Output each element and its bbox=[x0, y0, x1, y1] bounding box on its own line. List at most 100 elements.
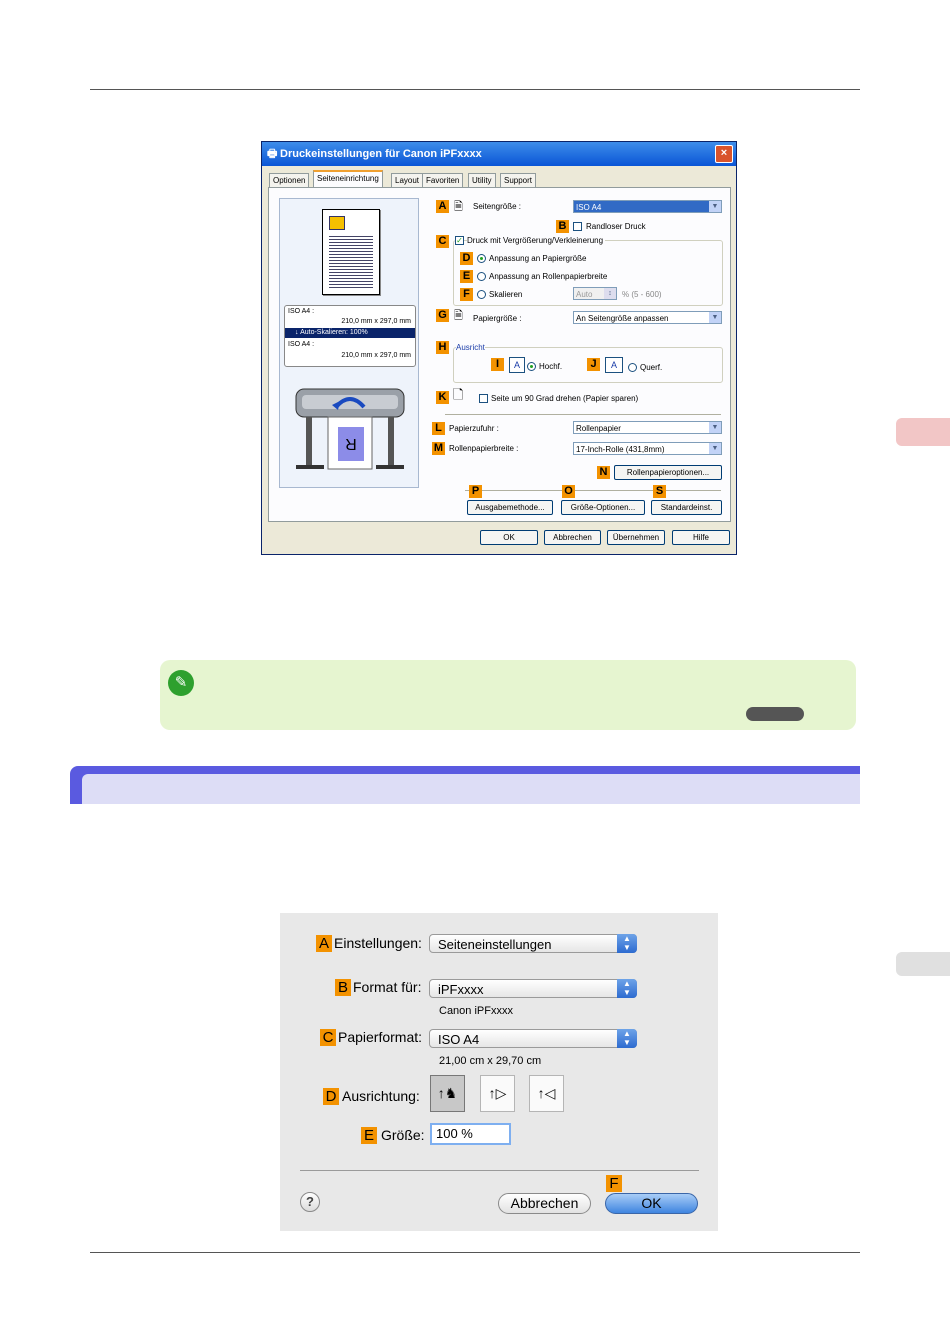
mac-separator bbox=[300, 1170, 699, 1171]
settings-value: Seiteneinstellungen bbox=[438, 937, 552, 952]
tag-o: O bbox=[562, 485, 575, 498]
settings-label: Einstellungen: bbox=[334, 935, 422, 951]
tag-p: P bbox=[469, 485, 482, 498]
dialog-title: Druckeinstellungen für Canon iPFxxxx bbox=[280, 148, 482, 160]
close-icon[interactable]: × bbox=[715, 145, 733, 163]
scale-input[interactable]: 100 % bbox=[430, 1123, 511, 1145]
scale-range: % (5 - 600) bbox=[622, 290, 662, 299]
sheet-letter: R bbox=[345, 435, 357, 452]
pencil-icon: ✎ bbox=[168, 670, 194, 696]
borderless-label: Randloser Druck bbox=[586, 222, 646, 231]
orientation-label: Ausricht bbox=[456, 343, 485, 352]
tab-utility[interactable]: Utility bbox=[468, 173, 496, 188]
paper-size-icon: 🗎 bbox=[454, 310, 463, 322]
preview-info-box: ISO A4 : 210,0 mm x 297,0 mm ↓ Auto-Skal… bbox=[284, 305, 416, 367]
ok-button[interactable]: OK bbox=[480, 530, 538, 545]
mac-tag-c: C bbox=[320, 1029, 336, 1046]
fit-roll-label: Anpassung an Rollenpapierbreite bbox=[489, 272, 608, 281]
reference-badge[interactable] bbox=[746, 707, 804, 721]
scale-radio[interactable] bbox=[477, 290, 486, 299]
preview-line1-value: 210,0 mm x 297,0 mm bbox=[341, 318, 411, 325]
scale-value: Auto bbox=[576, 290, 593, 299]
preview-text-lines bbox=[329, 234, 373, 288]
landscape-right-orientation-icon[interactable]: ↑◁ bbox=[529, 1075, 564, 1112]
paper-format-sub: 21,00 cm x 29,70 cm bbox=[439, 1055, 542, 1067]
roll-options-button[interactable]: Rollenpapieroptionen... bbox=[614, 465, 722, 480]
roll-width-value: 17-Inch-Rolle (431,8mm) bbox=[576, 445, 665, 454]
mac-page-setup-dialog: A Einstellungen: Seiteneinstellungen▲▼ B… bbox=[280, 913, 718, 1231]
mac-tag-e: E bbox=[361, 1127, 377, 1144]
feed-label: Papierzufuhr : bbox=[449, 424, 499, 433]
stepper-icon: ▲▼ bbox=[617, 1029, 637, 1048]
borderless-checkbox[interactable] bbox=[573, 222, 582, 231]
chevron-down-icon: ▼ bbox=[709, 201, 721, 212]
tag-n: N bbox=[597, 466, 610, 479]
roll-width-select[interactable]: 17-Inch-Rolle (431,8mm)▼ bbox=[573, 442, 722, 455]
feed-select[interactable]: Rollenpapier ▼ bbox=[573, 421, 722, 434]
roll-width-label: Rollenpapierbreite : bbox=[449, 444, 519, 453]
mac-tag-a: A bbox=[316, 935, 332, 952]
format-sub: Canon iPFxxxx bbox=[439, 1005, 513, 1017]
page-preview-sheet bbox=[322, 209, 380, 295]
fit-roll-radio[interactable] bbox=[477, 272, 486, 281]
enlarge-label: Druck mit Vergrößerung/Verkleinerung bbox=[467, 236, 606, 245]
page-size-label: Seitengröße : bbox=[473, 202, 522, 211]
portrait-radio[interactable] bbox=[527, 362, 536, 371]
apply-button[interactable]: Übernehmen bbox=[607, 530, 665, 545]
separator-line bbox=[445, 414, 721, 415]
portrait-label: Hochf. bbox=[539, 362, 563, 371]
paper-format-popup[interactable]: ISO A4 ▲▼ bbox=[429, 1029, 637, 1048]
landscape-left-orientation-icon[interactable]: ↑▷ bbox=[480, 1075, 515, 1112]
tag-m: M bbox=[432, 442, 445, 455]
tab-support[interactable]: Support bbox=[500, 173, 537, 188]
printer-icon: 🖶 bbox=[267, 148, 278, 160]
page-size-select[interactable]: ISO A4 ▼ bbox=[573, 200, 722, 213]
enlarge-checkbox[interactable]: ✓ bbox=[455, 236, 464, 245]
tab-layout[interactable]: Layout bbox=[391, 173, 424, 188]
preview-line2-text: Auto-Skalieren: 100% bbox=[300, 329, 368, 336]
dialog-titlebar: 🖶 Druckeinstellungen für Canon iPFxxxx × bbox=[262, 142, 736, 166]
help-icon[interactable]: ? bbox=[300, 1192, 320, 1212]
mac-cancel-button[interactable]: Abbrechen bbox=[498, 1193, 591, 1214]
help-button[interactable]: Hilfe bbox=[672, 530, 730, 545]
tag-d: D bbox=[460, 252, 473, 265]
scale-spinner[interactable]: Auto↕ bbox=[573, 287, 617, 300]
tag-b: B bbox=[556, 220, 569, 233]
note-box: ✎ bbox=[160, 660, 856, 730]
orientation-group bbox=[453, 347, 723, 383]
landscape-icon: A bbox=[605, 357, 623, 373]
tag-k: K bbox=[436, 391, 449, 404]
landscape-icon-letter: A bbox=[610, 360, 617, 370]
tab-optionen[interactable]: Optionen bbox=[269, 173, 310, 188]
landscape-radio[interactable] bbox=[628, 363, 637, 372]
settings-popup[interactable]: Seiteneinstellungen▲▼ bbox=[429, 934, 637, 953]
tag-e: E bbox=[460, 270, 473, 283]
mac-ok-button[interactable]: OK bbox=[605, 1193, 698, 1214]
chevron-down-icon: ▼ bbox=[709, 422, 721, 433]
mac-tag-f: F bbox=[606, 1175, 622, 1192]
preview-line3-value: 210,0 mm x 297,0 mm bbox=[341, 352, 411, 359]
side-tab-grey[interactable] bbox=[896, 952, 950, 976]
feed-value: Rollenpapier bbox=[576, 424, 621, 433]
format-popup[interactable]: iPFxxxx▲▼ bbox=[429, 979, 637, 998]
paper-size-select[interactable]: An Seitengröße anpassen▼ bbox=[573, 311, 722, 324]
size-options-button[interactable]: Größe-Optionen... bbox=[561, 500, 645, 515]
chevron-down-icon: ▼ bbox=[709, 312, 721, 323]
side-tab-chapter[interactable] bbox=[896, 418, 950, 446]
rotate-checkbox[interactable] bbox=[479, 394, 488, 403]
tag-j: J bbox=[587, 358, 600, 371]
tab-favoriten[interactable]: Favoriten bbox=[422, 173, 464, 188]
paper-format-value: ISO A4 bbox=[438, 1032, 480, 1047]
tab-panel: ISO A4 : 210,0 mm x 297,0 mm ↓ Auto-Skal… bbox=[268, 187, 731, 522]
defaults-button[interactable]: Standardeinst. bbox=[651, 500, 722, 515]
portrait-icon: A bbox=[509, 357, 525, 373]
portrait-orientation-icon[interactable]: ↑♞ bbox=[430, 1075, 465, 1112]
tab-seiteneinrichtung[interactable]: Seiteneinrichtung bbox=[313, 170, 383, 189]
bottom-group-line bbox=[465, 490, 721, 491]
output-method-button[interactable]: Ausgabemethode... bbox=[467, 500, 553, 515]
fit-paper-radio[interactable] bbox=[477, 254, 486, 263]
stepper-icon: ▲▼ bbox=[617, 979, 637, 998]
rotate-label: Seite um 90 Grad drehen (Papier sparen) bbox=[491, 394, 639, 403]
cancel-button[interactable]: Abbrechen bbox=[544, 530, 601, 545]
page-size-value: ISO A4 bbox=[576, 203, 602, 212]
